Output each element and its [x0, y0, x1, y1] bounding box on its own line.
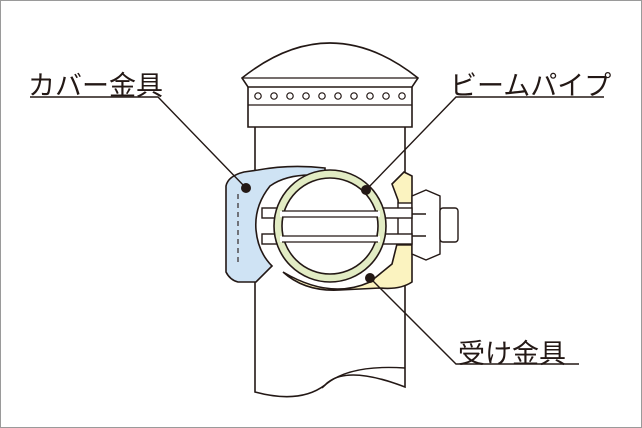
cap-holes — [254, 92, 406, 100]
beam-pipe — [273, 169, 387, 283]
label-beam-pipe: ビームパイプ — [450, 71, 612, 102]
leader-lines — [30, 96, 604, 365]
leader-dots — [241, 183, 375, 283]
label-receiver-fitting: 受け金具 — [458, 339, 566, 370]
receiver-fitting — [282, 171, 413, 291]
post-cap — [240, 42, 420, 128]
post-bottom-curve — [321, 366, 406, 389]
label-cover-fitting: カバー金具 — [28, 71, 163, 102]
cover-fitting — [225, 165, 326, 283]
